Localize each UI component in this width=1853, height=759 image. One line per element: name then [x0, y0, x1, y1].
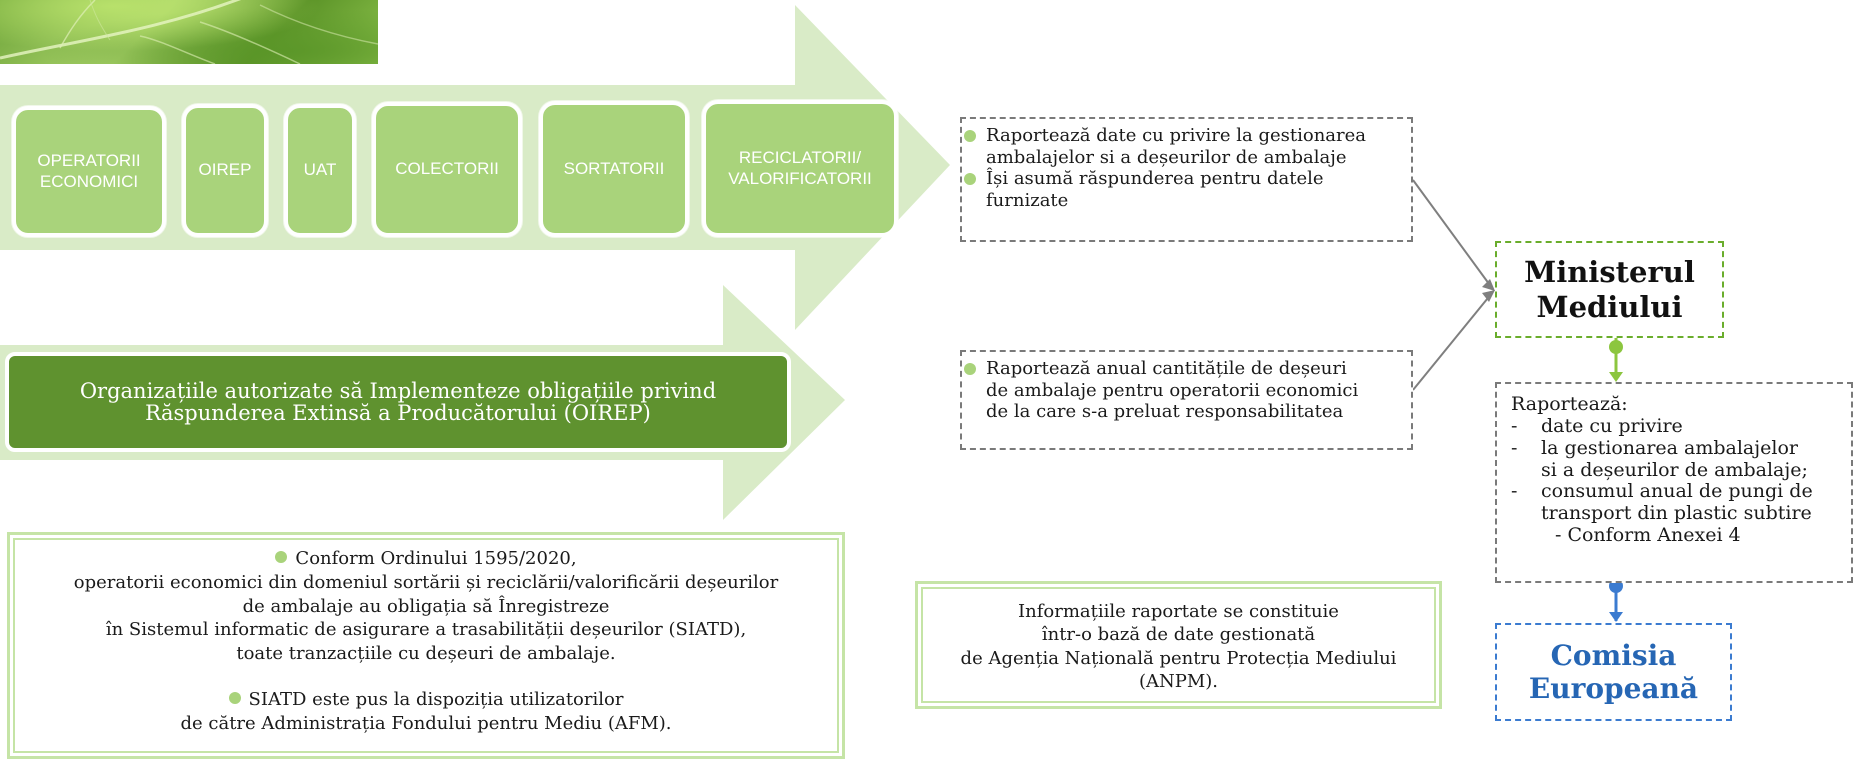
connector-bottom-arrowhead	[1482, 290, 1495, 302]
ministry-report-box: Raportează: - date cu privire - la gesti…	[1495, 382, 1853, 583]
anpm-text: Informațiile raportate se constituie	[1018, 601, 1339, 622]
anpm-text: într-o bază de date gestionată	[1041, 624, 1316, 646]
siatd-info-box: Conform Ordinului 1595/2020, operatorii …	[7, 532, 845, 759]
bullet-dot-icon	[275, 551, 288, 563]
ministry-line-2: Mediului	[1536, 289, 1683, 324]
bullet-dot-icon	[964, 130, 976, 142]
actor-reciclatorii: RECICLATORII/VALORIFICATORII	[702, 100, 898, 237]
oirep-line-1: Organizațiile autorizate să Implementeze…	[79, 378, 717, 403]
note-text: furnizate	[986, 189, 1069, 211]
anpm-text: de Agenția Națională pentru Protecția Me…	[960, 647, 1397, 669]
ministry-line-1: Ministerul	[1524, 255, 1695, 290]
siatd-text: de către Administrația Fondului pentru M…	[180, 712, 672, 734]
actor-colectorii: COLECTORII	[372, 102, 522, 237]
bullet-dot-icon	[964, 363, 976, 375]
ministry-box: Ministerul Mediului	[1495, 241, 1724, 338]
connector-ministry-arrowhead	[1609, 372, 1623, 382]
actor-label: COLECTORII	[395, 159, 499, 179]
connector-commission-arrowhead	[1609, 612, 1623, 622]
report-item-text: consumul anual de pungi de	[1541, 480, 1813, 503]
actor-label: OPERATORII	[37, 151, 141, 171]
connector-top-arrowhead	[1482, 279, 1495, 291]
actor-uat: UAT	[284, 104, 356, 237]
commission-line-1: Comisia	[1550, 638, 1677, 672]
report-dash: -	[1511, 436, 1518, 459]
commission-line-2: Europeană	[1528, 672, 1699, 705]
actor-label: OIREP	[198, 160, 252, 180]
connector-top	[1412, 179, 1493, 289]
actor-label: UAT	[303, 160, 337, 180]
note-text: de ambalaje pentru operatorii economici	[986, 379, 1359, 401]
siatd-text: toate tranzacțiile cu deșeuri de ambalaj…	[236, 643, 616, 664]
anpm-text: (ANPM).	[1138, 671, 1219, 693]
connector-bottom	[1412, 292, 1493, 391]
actor-label: VALORIFICATORII	[728, 168, 872, 188]
bullet-dot-icon	[228, 691, 241, 704]
report-item-text: transport din plastic subtire	[1541, 502, 1812, 525]
note-bullet-1: Raportează date cu privire la gestionare…	[964, 125, 1401, 168]
bullet-dot-icon	[964, 173, 976, 186]
actor-oirep: OIREP	[182, 104, 268, 237]
connector-ministry-dot	[1609, 340, 1623, 354]
note-text: de la care s-a preluat responsabilitatea	[986, 401, 1344, 423]
leaf-veins	[0, 0, 378, 64]
siatd-text: operatorii economici din domeniul sortăr…	[73, 571, 779, 593]
actor-label: RECICLATORII/	[738, 148, 862, 168]
report-heading: Raportează:	[1511, 393, 1628, 415]
report-item-text: si a deșeurilor de ambalaje;	[1541, 458, 1808, 481]
anpm-info-box: Informațiile raportate se constituie înt…	[915, 581, 1442, 709]
report-dash: -	[1511, 480, 1518, 503]
oirep-definition-band: Organizațiile autorizate să Implementeze…	[5, 352, 791, 452]
actor-label: SORTATORII	[563, 158, 665, 178]
siatd-text: Conform Ordinului 1595/2020,	[295, 548, 577, 569]
report-dash: -	[1511, 414, 1518, 437]
report-annex: - Conform Anexei 4	[1555, 524, 1741, 547]
oirep-line-2: Răspunderea Extinsă a Producătorului (OI…	[145, 401, 651, 425]
note-operators-report: Raportează date cu privire la gestionare…	[960, 117, 1413, 242]
siatd-text: SIATD este pus la dispoziția utilizatori…	[248, 688, 624, 710]
european-commission-box: Comisia Europeană	[1495, 623, 1732, 721]
note-text: Raportează anual cantitățile de deșeuri	[986, 358, 1347, 379]
siatd-text: de ambalaje au obligația să Înregistreze	[242, 595, 610, 617]
report-item-text: date cu privire	[1541, 414, 1683, 437]
note-text: ambalajelor si a deșeurilor de ambalaje	[986, 146, 1347, 168]
actor-label: ECONOMICI	[39, 171, 139, 191]
note-text: Raportează date cu privire la gestionare…	[986, 125, 1367, 146]
leaf-photo	[0, 0, 378, 64]
note-text: Își asumă răspunderea pentru datele	[986, 168, 1324, 190]
report-item-text: la gestionarea ambalajelor	[1541, 436, 1798, 459]
siatd-text: în Sistemul informatic de asigurare a tr…	[105, 619, 747, 641]
report-item: - date cu privire	[1511, 414, 1841, 438]
actor-sortatorii: SORTATORII	[539, 101, 689, 237]
